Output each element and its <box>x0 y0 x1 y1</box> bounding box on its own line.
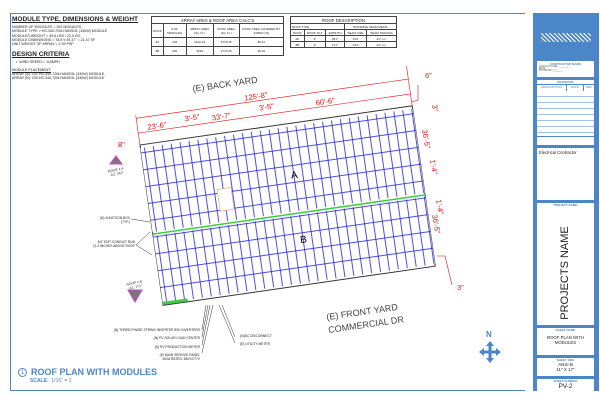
drawing-title-text: ROOF PLAN WITH MODULES <box>31 367 157 377</box>
sheet-number-box: SHEET NUMBER PV-2 <box>537 379 594 391</box>
dim: 3'-5" <box>184 112 200 123</box>
placement-title: MODULE PLACEMENT: <box>12 67 51 72</box>
placement-b: ARRAY (B): 200 HS-340-72M-HANSOL (340W) … <box>12 76 105 81</box>
scale: SCALE: 1/16" = 1' <box>30 378 72 384</box>
dim-left: 8" <box>118 140 125 149</box>
rev-header: REV <box>584 85 594 91</box>
roof-a-tag: ROOF # A <box>108 166 125 173</box>
roof-a-marker-icon <box>109 155 123 165</box>
note-text: (TYP.) <box>120 220 130 224</box>
cell: 90.01 <box>238 46 285 56</box>
contractor-line: PHONE NO: ________ <box>539 70 563 72</box>
note-inverter: (N) THREE-PHASE STRING INVERTER 50K INVE… <box>113 328 200 332</box>
note-junction-box: (N) JUNCTION BOX(TYP.) <box>40 216 130 224</box>
dim: 3" <box>430 104 440 113</box>
sheet-size-label: SHEET SIZE <box>556 358 575 362</box>
roof-a-az: AZ: 351° <box>111 170 125 177</box>
note-load-center: (N) PV SOLAR LOAD CENTER <box>153 336 200 340</box>
module-line: MODULES WEIGHT = 49.6 LBS / 22.5 KG. <box>12 33 82 38</box>
revisions-box: REVISIONS DESCRIPTION DATE REV <box>537 80 594 145</box>
contractor-line: EMAIL: ________ <box>539 68 558 70</box>
north-label: N <box>486 330 492 339</box>
conduit-run <box>152 194 426 235</box>
dim: 36'-5" <box>420 129 432 150</box>
module-info: MODULE TYPE, DIMENSIONS & WEIGHT NUMBER … <box>12 16 142 81</box>
sheet-number: PV-2 <box>558 383 573 390</box>
contractor-line: CONTACT NAME: ________ <box>539 66 569 68</box>
array-b <box>153 196 436 304</box>
array-area-table: ARRAY AREA & ROOF AREA CALC'S ROOF# OF M… <box>151 16 285 56</box>
dim: 1'-4" <box>434 199 446 216</box>
drawing-frame <box>10 13 525 391</box>
placement-a: ARRAY (A): 192 HS-340-72M-HANSOL (340W) … <box>12 72 106 77</box>
roof-plan: A B 125'-8" 23'-6" 3'-5" 33'-7" 3'-5" 60… <box>108 66 464 354</box>
module-info-title: MODULE TYPE, DIMENSIONS & WEIGHT <box>12 16 139 23</box>
sheet-name: ROOF PLAN WITH MODULES <box>546 335 584 345</box>
project-name-box: PROJECT NAME PROJECTS NAME <box>537 203 594 325</box>
drawing-title: 1 ROOF PLAN WITH MODULES <box>18 367 157 377</box>
design-title: DESIGN CRITERIA <box>12 51 70 59</box>
cell: XXX <box>343 41 368 48</box>
sheet-size-box: SHEET SIZE ANSI B 11" X 17" <box>537 358 594 376</box>
revisions-label: REVISIONS <box>537 80 594 85</box>
project-name: PROJECTS NAME <box>559 226 571 320</box>
module-line: UNIT WEIGHT OF ARRAY = 2.39 PSF <box>12 42 74 47</box>
note-ac-disconnect: (N)AC DISCONNECT <box>240 334 272 338</box>
logo-placeholder <box>541 33 591 42</box>
sheet-size: ANSI B <box>558 362 573 367</box>
project-name-label: PROJECT NAME <box>553 203 578 207</box>
array-b-label: B <box>299 234 307 246</box>
note-text: (E) MAIN SERVICE PANEL <box>159 353 200 357</box>
sheet-name-label: SHEET NAME <box>555 328 576 332</box>
module-line: NUMBER OF MODULES = 392 MODULES <box>12 25 82 29</box>
back-yard-label: (E) BACK YARD <box>192 75 259 94</box>
note-text: (1-3 INCHES ABOVE ROOF <box>93 244 135 248</box>
dim: 6" <box>425 71 432 80</box>
rev-header: DESCRIPTION <box>537 85 567 91</box>
note-text: 400A RATED: 480Y/277V <box>162 357 200 361</box>
roof-vent <box>216 187 235 212</box>
contractor-box: CONTRACTOR NAME CONTACT NAME: ________ E… <box>537 61 594 77</box>
roof-b-tag: ROOF # B <box>126 279 143 286</box>
wind-speed: WIND SPEED = 115MPH <box>19 60 60 65</box>
dim: 23'-6" <box>147 120 168 132</box>
dim: 1'-4" <box>428 159 440 176</box>
cell: 4° <box>303 41 326 48</box>
note-text: (N) JUNCTION BOX <box>99 216 130 220</box>
note-production-meter: (N) PV PRODUCTION METER <box>154 345 200 349</box>
array-a-label: A <box>290 170 298 182</box>
dim: 33'-7" <box>211 111 232 123</box>
roof-b-az: AZ: 171° <box>129 283 143 290</box>
title-block: CONTRACTOR NAME CONTACT NAME: ________ E… <box>533 13 599 391</box>
module-line: MODULE DIMENSIONS = 78.5"x 39.37" = 21.4… <box>12 37 96 42</box>
scale-value: 1/16" = 1' <box>51 378 73 384</box>
electrical-contractor: Electrical Contractor <box>537 148 594 200</box>
sheet-name-box: SHEET NAME ROOF PLAN WITH MODULES <box>537 328 594 355</box>
dim-total: 125'-8" <box>244 90 269 102</box>
roof-b-marker-icon <box>127 289 143 303</box>
sheet-number-label: SHEET NUMBER <box>553 379 578 383</box>
note-utility-meter: (E) UTILITY METER <box>240 342 270 346</box>
drawing-number: 1 <box>18 367 27 377</box>
north-arrow-icon <box>479 341 501 363</box>
note-text: 3/4" EMT CONDUIT RUN <box>97 240 135 244</box>
scale-label: SCALE: <box>30 378 49 384</box>
sheet-size-dims: 11" X 17" <box>556 367 575 372</box>
dim: 3'-5" <box>258 102 274 113</box>
dim: 3" <box>457 283 464 292</box>
note-conduit: 3/4" EMT CONDUIT RUN(1-3 INCHES ABOVE RO… <box>40 240 135 248</box>
array-a <box>140 108 425 233</box>
dim: 36'-5" <box>430 214 442 235</box>
module-line: MODULE TYPE = HS-340-72M-HANSOL (340W) M… <box>12 29 108 34</box>
equipment-pad <box>162 298 188 305</box>
dim: 60'-6" <box>315 96 336 108</box>
cell: 24" o.c. <box>366 41 397 48</box>
rev-header: DATE <box>567 85 584 91</box>
contractor-name-label: CONTRACTOR NAME <box>550 62 581 66</box>
